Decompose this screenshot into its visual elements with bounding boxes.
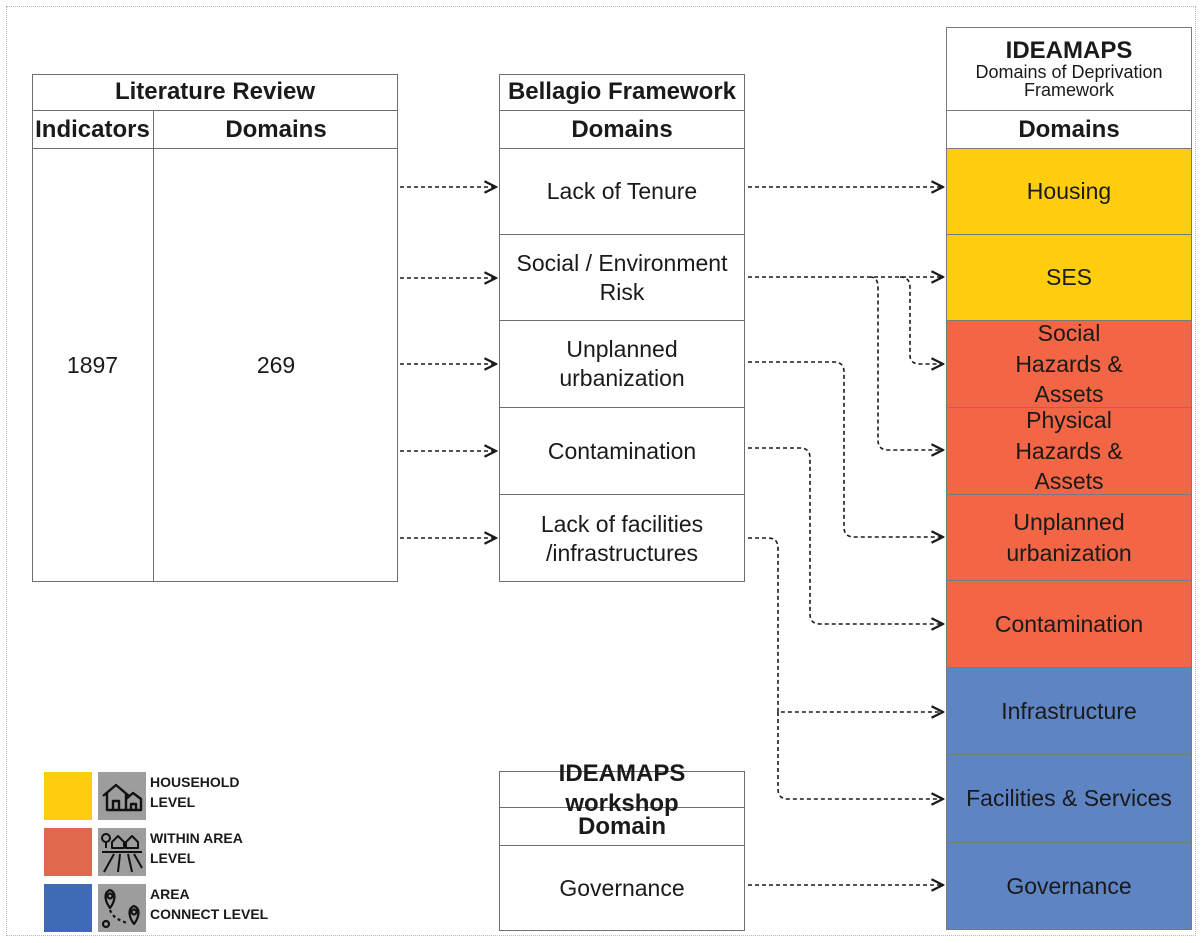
ideamaps-workshop-table	[499, 771, 745, 931]
ideamaps-domain-infrastructure: Infrastructure	[946, 668, 1192, 755]
legend-label-area-connect: AREA CONNECT LEVEL	[150, 886, 270, 922]
workshop-subheader: Domain	[499, 808, 745, 846]
bellagio-unplanned-urbanization: Unplanned urbanization	[499, 321, 745, 408]
legend-label-within-area: WITHIN AREA LEVEL	[150, 830, 270, 866]
route-pins-icon	[98, 884, 146, 932]
bellagio-subheader: Domains	[499, 111, 745, 149]
ideamaps-domain-housing: Housing	[946, 149, 1192, 235]
house-icon	[98, 772, 146, 820]
indicators-header: Indicators	[32, 111, 153, 149]
ideamaps-header: IDEAMAPS Domains of Deprivation Framewor…	[946, 27, 1192, 111]
ideamaps-domain-social-hazards: Social Hazards & Assets	[946, 320, 1192, 408]
legend-swatch-within-area	[44, 828, 92, 876]
legend-within-area-line1: WITHIN AREA	[150, 830, 243, 846]
ideamaps-title: IDEAMAPS	[1005, 37, 1133, 64]
arrow-risk-to-physical-hazards	[869, 276, 943, 450]
literature-review-title: Literature Review	[32, 74, 398, 111]
arrow-unplanned-to-unplanned	[748, 361, 943, 537]
ideamaps-domain-physical-hazards: Physical Hazards & Assets	[946, 407, 1192, 495]
bellagio-lack-of-facilities: Lack of facilities /infrastructures	[540, 510, 704, 566]
domains-header: Domains	[153, 111, 398, 149]
bellagio-lack-of-tenure: Lack of Tenure	[499, 149, 745, 235]
indicators-count: 1897	[66, 352, 119, 379]
arrow-risk-to-social-hazards	[899, 276, 943, 364]
ideamaps-domain-governance: Governance	[946, 843, 1192, 930]
legend-area-connect-line1: AREA	[150, 886, 190, 902]
arrow-facilities-to-facilities-services	[777, 712, 943, 799]
ideamaps-domain-unplanned-urbanization: Unplanned urbanization	[946, 495, 1192, 581]
ideamaps-domain-ses: SES	[946, 235, 1192, 321]
ideamaps-domain-contamination: Contamination	[946, 581, 1192, 668]
legend-household-line1: HOUSEHOLD	[150, 774, 240, 790]
workshop-governance: Governance	[559, 875, 685, 902]
legend-swatch-household	[44, 772, 92, 820]
ideamaps-subheader: Domains	[946, 111, 1192, 149]
neighborhood-icon	[98, 828, 146, 876]
legend-household-line2: LEVEL	[150, 794, 196, 811]
arrow-contamination-to-contamination	[748, 447, 943, 624]
legend-area-connect-line2: CONNECT LEVEL	[150, 906, 269, 923]
legend-within-area-line2: LEVEL	[150, 850, 196, 867]
domains-count: 269	[153, 149, 398, 582]
legend-label-household: HOUSEHOLD LEVEL	[150, 774, 270, 810]
ideamaps-domain-facilities-services: Facilities & Services	[946, 755, 1192, 843]
arrow-facilities-to-infrastructure	[748, 537, 943, 712]
legend-swatch-area-connect	[44, 884, 92, 932]
bellagio-title: Bellagio Framework	[499, 74, 745, 111]
ideamaps-subtitle: Domains of Deprivation Framework	[975, 62, 1163, 100]
diagram-frame	[6, 6, 1196, 936]
bellagio-social-environment-risk: Social / Environment Risk	[499, 235, 745, 321]
bellagio-contamination: Contamination	[499, 408, 745, 495]
literature-review-table	[32, 74, 398, 582]
bellagio-framework-table	[499, 74, 745, 582]
